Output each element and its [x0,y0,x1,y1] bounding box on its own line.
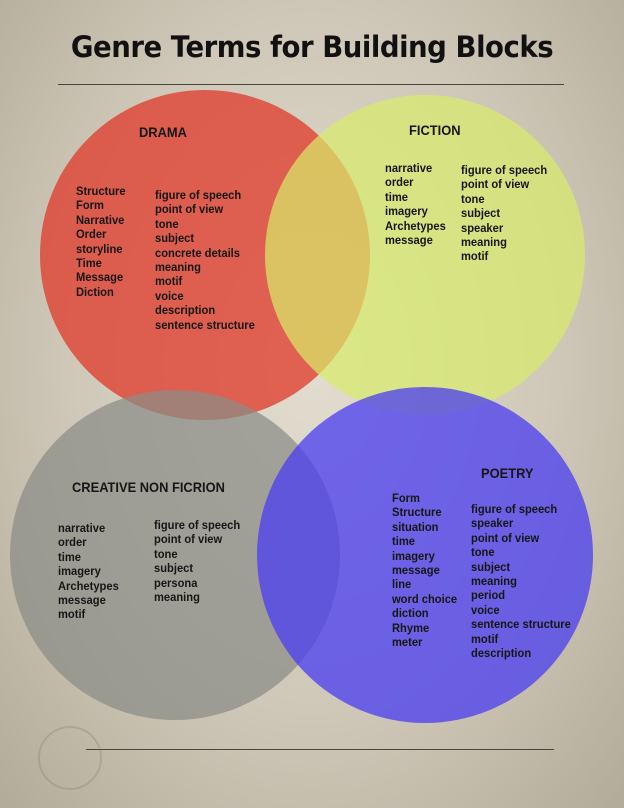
term-item: point of view [154,532,223,547]
term-item: point of view [155,202,224,217]
term-item: imagery [58,564,101,579]
term-item: Diction [76,284,114,299]
term-item: meaning [155,260,201,275]
term-item: subject [154,561,194,576]
term-item: motif [155,274,183,289]
term-item: word choice [392,591,458,606]
term-item: diction [392,606,429,621]
term-item: situation [392,519,439,534]
term-item: Time [76,256,102,271]
term-item: point of view [461,177,530,192]
poetry-heading: POETRY [481,465,534,481]
term-item: motif [58,607,86,622]
term-item: figure of speech [154,518,241,532]
footer-divider [86,749,554,750]
term-item: tone [471,545,495,560]
term-item: point of view [471,530,540,545]
term-item: tone [154,546,178,561]
poetry-circle [257,387,593,723]
term-item: Form [76,198,104,213]
page-title: Genre Terms for Building Blocks [70,30,554,64]
term-item: figure of speech [155,188,242,202]
drama-heading: DRAMA [139,124,187,140]
term-item: narrative [385,161,433,175]
term-item: storyline [76,241,123,256]
term-item: line [392,577,412,592]
title-divider [58,84,564,85]
term-item: message [58,593,106,608]
term-item: Form [392,491,420,505]
term-item: figure of speech [471,502,558,516]
term-item: message [392,563,440,578]
term-item: tone [461,191,485,206]
term-item: motif [471,631,499,646]
term-item: time [58,549,81,564]
term-item: speaker [461,220,504,235]
term-item: Order [76,227,107,242]
fiction-circle [265,95,585,415]
term-item: Narrative [76,212,125,227]
term-item: sentence structure [155,317,255,332]
term-item: voice [155,288,184,303]
term-item: persona [154,575,198,590]
term-item: imagery [385,204,428,219]
creative-nonfiction-heading: CREATIVE NON FICRION [72,479,225,495]
drama-circle [40,90,370,420]
term-item: time [385,189,408,204]
term-item: motif [461,249,489,264]
term-item: meter [392,635,423,650]
term-item: description [471,646,532,661]
term-item: figure of speech [461,163,548,177]
term-item: subject [155,231,195,246]
creative-nonfiction-circle [10,390,340,720]
decorative-stamp-icon [38,726,102,790]
term-item: description [155,303,216,318]
term-item: Structure [392,505,442,520]
term-item: imagery [392,548,435,563]
term-item: meaning [471,574,517,589]
term-item: order [58,535,87,550]
fiction-heading: FICTION [409,122,461,138]
term-item: meaning [154,590,200,605]
term-item: meaning [461,235,507,250]
term-item: subject [471,559,511,574]
term-item: Rhyme [392,620,430,635]
term-item: Structure [76,184,126,198]
term-item: speaker [471,516,514,531]
term-item: subject [461,206,501,221]
term-item: Message [76,270,124,285]
term-item: period [471,588,506,603]
term-item: Archetypes [385,218,446,233]
term-item: sentence structure [471,617,571,632]
term-item: tone [155,216,179,231]
term-item: concrete details [155,245,240,260]
term-item: time [392,534,415,549]
term-item: message [385,233,433,248]
term-item: narrative [58,521,106,535]
term-item: voice [471,602,500,617]
term-item: Archetypes [58,578,119,593]
term-item: order [385,175,414,190]
